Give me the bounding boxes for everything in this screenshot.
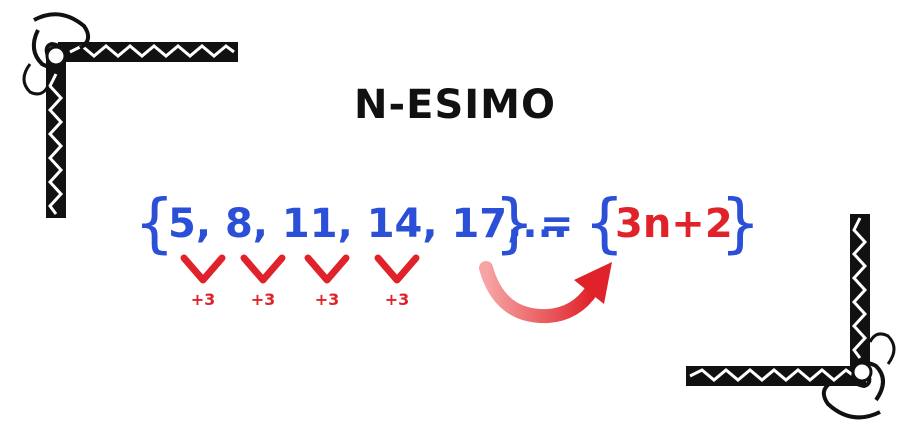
nth-term-formula: 3n+2 (615, 201, 733, 247)
open-brace-sequence: { (134, 187, 175, 261)
ornament-corner-bottom-right-icon (686, 214, 896, 420)
equals-sign: = (540, 201, 574, 247)
check-v-icon (180, 254, 226, 284)
sequence-text: 5, 8, 11, 14, 17,... (168, 201, 568, 247)
difference-label: +3 (384, 290, 410, 309)
open-brace-formula: { (584, 187, 625, 261)
difference-marks (180, 254, 420, 284)
page-title: N-ESIMO (354, 82, 556, 128)
difference-label: +3 (250, 290, 276, 309)
close-brace-formula: } (720, 187, 761, 261)
ornament-corner-top-left-icon (22, 12, 238, 218)
curved-arrow-icon (479, 261, 612, 324)
difference-label: +3 (190, 290, 216, 309)
check-v-icon (374, 254, 420, 284)
check-v-icon (240, 254, 286, 284)
difference-label: +3 (314, 290, 340, 309)
close-brace-sequence: } (494, 187, 535, 261)
check-v-icon (304, 254, 350, 284)
